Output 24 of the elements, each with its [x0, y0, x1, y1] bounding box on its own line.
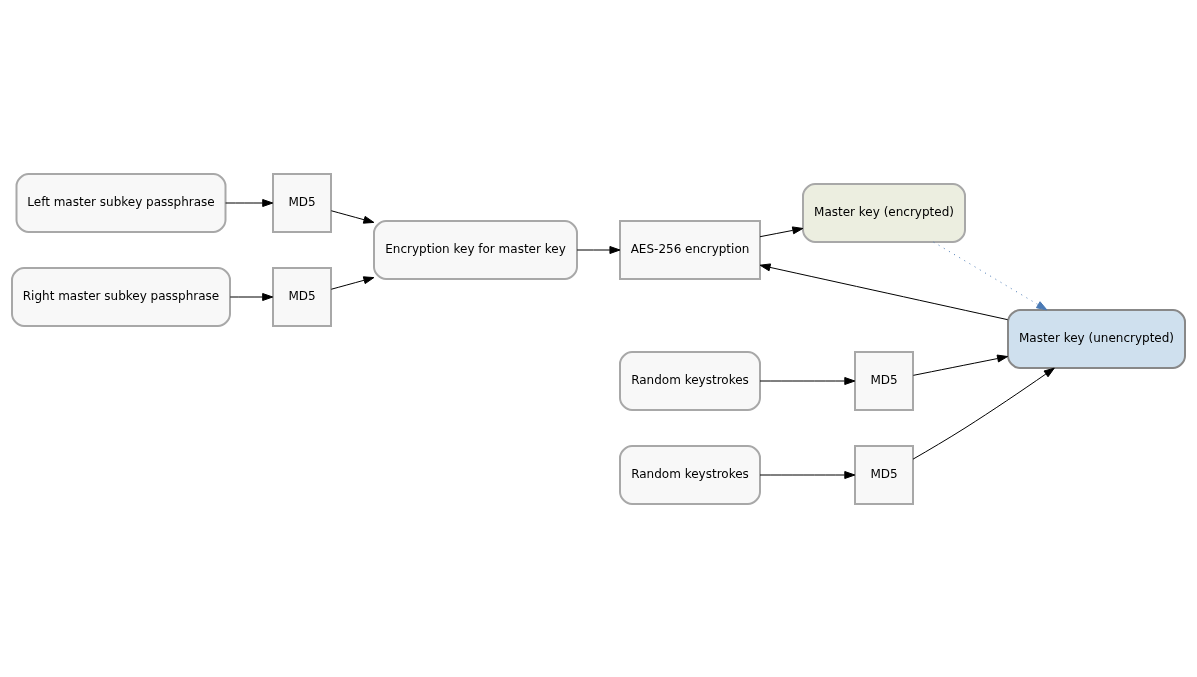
node-box: Master key (encrypted)	[802, 182, 966, 243]
arrow	[229, 292, 274, 301]
arrow	[912, 354, 1009, 376]
node-box: MD5	[854, 444, 914, 505]
node-box: Random keystrokes	[619, 444, 761, 505]
node-box: Right master subkey passphrase	[11, 266, 231, 327]
node-box: MD5	[272, 172, 332, 233]
node-box: Master key (unencrypted)	[1007, 308, 1186, 369]
arrow	[759, 376, 856, 385]
arrow	[225, 198, 274, 207]
node-box: AES-256 encryption	[619, 219, 761, 280]
arrow	[759, 470, 856, 479]
node-box: Left master subkey passphrase	[15, 172, 227, 233]
node-box: MD5	[854, 350, 914, 411]
node-box: Random keystrokes	[619, 350, 761, 411]
arrow	[912, 367, 1055, 460]
arrow	[576, 245, 621, 254]
node-box: MD5	[272, 266, 332, 327]
arrow	[933, 241, 1048, 310]
arrow	[759, 262, 1009, 320]
arrow	[330, 275, 375, 290]
arrow	[330, 209, 375, 224]
node-box: Encryption key for master key	[373, 219, 578, 280]
arrow	[759, 225, 804, 237]
